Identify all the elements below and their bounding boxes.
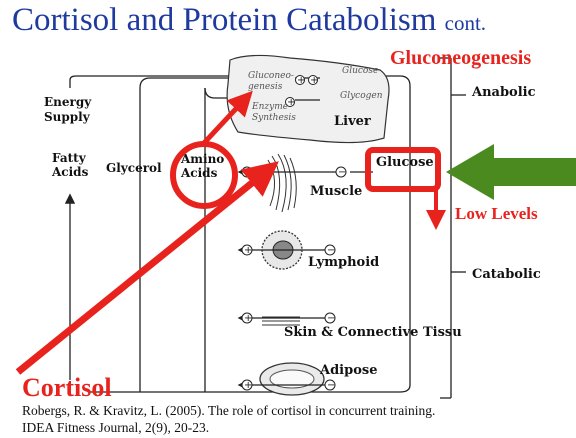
slide-title: Cortisol and Protein Catabolism cont. xyxy=(12,2,486,39)
svg-text:+: + xyxy=(244,245,252,256)
green-arrow-icon xyxy=(446,144,576,200)
skin-connective-icon xyxy=(262,316,300,326)
title-main: Cortisol and Protein Catabolism xyxy=(12,2,437,38)
glycerol-label: Glycerol xyxy=(106,161,162,175)
energy-supply-label-1: Energy xyxy=(44,95,92,109)
svg-text:+: + xyxy=(244,313,252,324)
glucose-label: Glucose xyxy=(376,155,434,170)
low-levels-overlay-label: Low Levels xyxy=(455,204,538,223)
enzyme-synthesis-label-2: Synthesis xyxy=(252,113,296,123)
gluconeogenesis-overlay-label: Gluconeogenesis xyxy=(390,47,531,69)
cortisol-arrow xyxy=(15,161,279,375)
citation-line-1: Robergs, R. & Kravitz, L. (2005). The ro… xyxy=(22,403,436,418)
citation-line-2: IDEA Fitness Journal, 2(9), 20-23. xyxy=(22,420,210,435)
amino-acids-label-2: Acids xyxy=(180,166,218,180)
fatty-acids-label-1: Fatty xyxy=(52,151,87,165)
citation: Robergs, R. & Kravitz, L. (2005). The ro… xyxy=(22,402,435,436)
fatty-acids-label-2: Acids xyxy=(51,165,89,179)
svg-text:−: − xyxy=(327,245,335,256)
amino-acids-label-1: Amino xyxy=(180,152,224,166)
svg-text:+: + xyxy=(310,75,318,86)
svg-text:−: − xyxy=(327,313,335,324)
enzyme-synthesis-label-1: Enzyme xyxy=(251,102,288,112)
svg-text:+: + xyxy=(297,75,305,86)
red-overlays xyxy=(15,90,446,375)
svg-text:+: + xyxy=(287,97,295,108)
gluconeogenesis-small-label-1: Gluconeo- xyxy=(248,71,294,81)
title-suffix: cont. xyxy=(444,11,487,35)
adipose-label: Adipose xyxy=(319,363,377,378)
gluconeogenesis-small-label-2: genesis xyxy=(248,82,283,92)
svg-text:−: − xyxy=(338,167,346,178)
energy-supply-label-2: Supply xyxy=(44,110,91,124)
liver-shape xyxy=(226,54,390,144)
lymphoid-label: Lymphoid xyxy=(308,255,379,270)
glucose-highlight-box xyxy=(365,147,441,192)
adipose-cell-icon xyxy=(259,362,325,396)
muscle-label: Muscle xyxy=(310,184,362,199)
amino-to-liver-arrow xyxy=(202,90,253,145)
anabolic-catabolic-bracket xyxy=(440,57,466,399)
catabolic-label: Catabolic xyxy=(472,267,541,282)
liver-label: Liver xyxy=(334,114,371,129)
svg-text:+: + xyxy=(244,380,252,391)
muscle-fiber-icon xyxy=(267,153,297,213)
glucose-small-label: Glucose xyxy=(342,66,378,76)
amino-acids-highlight-circle xyxy=(170,141,238,209)
svg-text:+: + xyxy=(244,167,252,178)
svg-text:−: − xyxy=(327,380,335,391)
skin-connective-label: Skin & Connective Tissu xyxy=(284,325,462,340)
cortisol-overlay-label: Cortisol xyxy=(22,373,112,402)
anabolic-label: Anabolic xyxy=(471,85,536,100)
glycogen-small-label: Glycogen xyxy=(340,91,383,101)
